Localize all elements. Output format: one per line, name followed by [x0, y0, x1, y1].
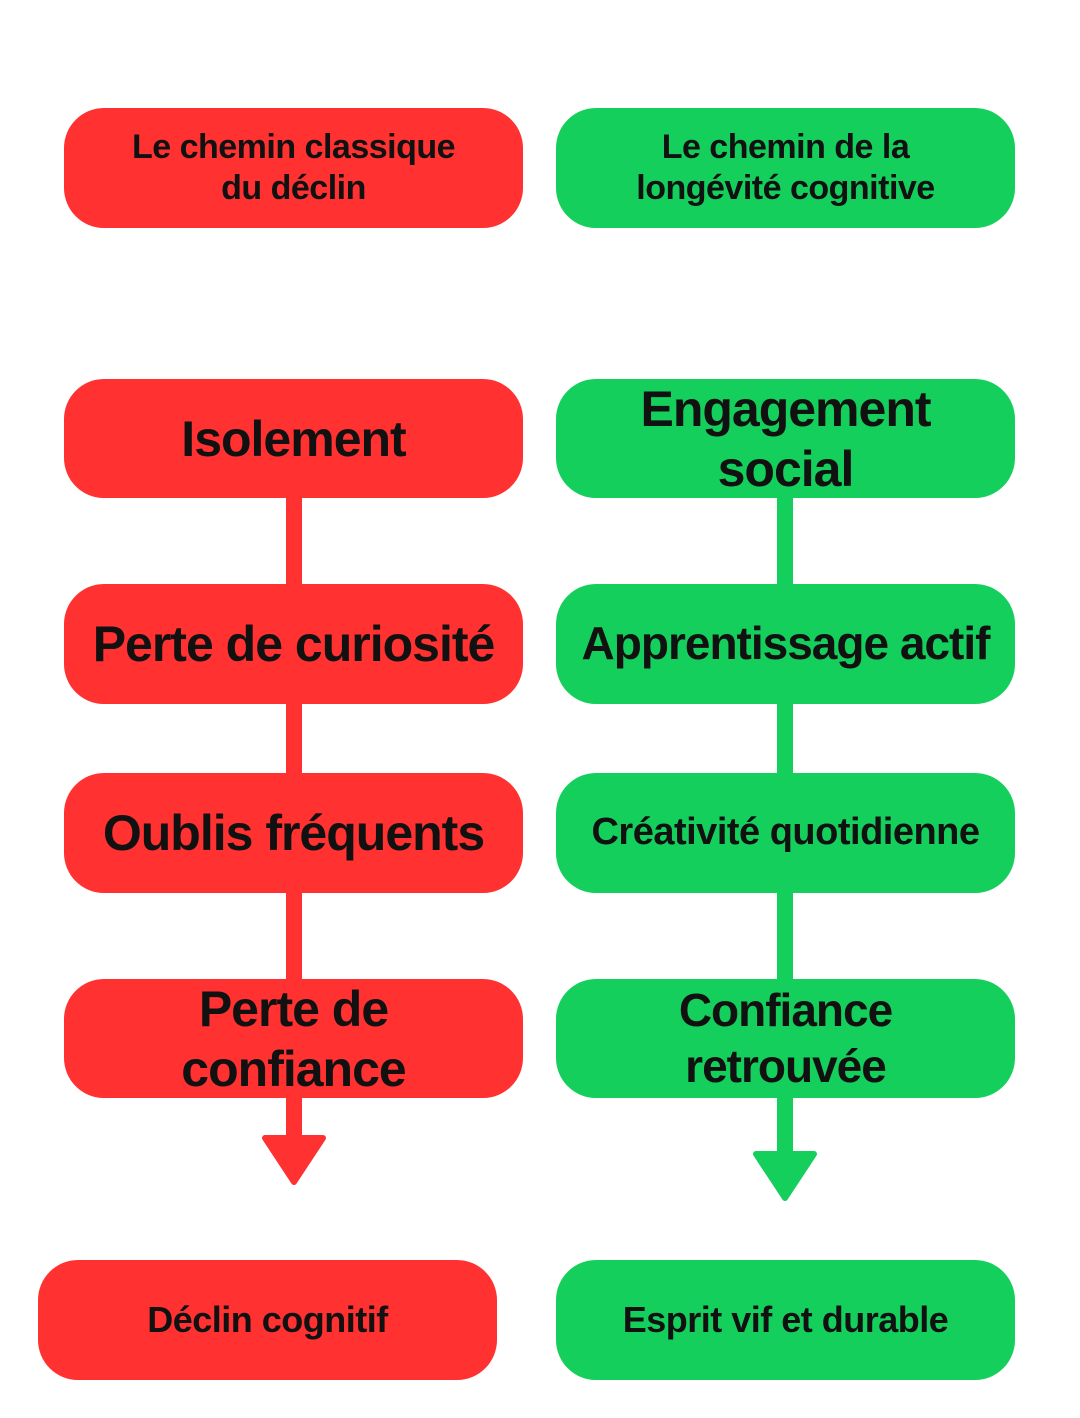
longevity-step-4: Confiance retrouvée: [556, 979, 1015, 1098]
longevity-connector-4: [777, 1095, 793, 1157]
longevity-arrowhead-icon: [753, 1151, 817, 1201]
decline-header: Le chemin classique du déclin: [64, 108, 523, 228]
decline-step-4: Perte de confiance: [64, 979, 523, 1098]
longevity-step-3: Créativité quotidienne: [556, 773, 1015, 893]
longevity-connector-3: [777, 890, 793, 982]
longevity-connector-2: [777, 700, 793, 776]
decline-outcome: Déclin cognitif: [38, 1260, 497, 1380]
longevity-outcome: Esprit vif et durable: [556, 1260, 1015, 1380]
longevity-header: Le chemin de la longévité cognitive: [556, 108, 1015, 228]
decline-step-3: Oublis fréquents: [64, 773, 523, 893]
decline-connector-2: [286, 700, 302, 776]
longevity-connector-1: [777, 495, 793, 587]
decline-step-1: Isolement: [64, 379, 523, 498]
decline-arrowhead-icon: [262, 1135, 326, 1185]
decline-step-2: Perte de curiosité: [64, 584, 523, 704]
decline-connector-3: [286, 890, 302, 982]
longevity-step-1: Engagement social: [556, 379, 1015, 498]
decline-connector-4: [286, 1095, 302, 1140]
longevity-step-2: Apprentissage actif: [556, 584, 1015, 704]
decline-connector-1: [286, 495, 302, 587]
